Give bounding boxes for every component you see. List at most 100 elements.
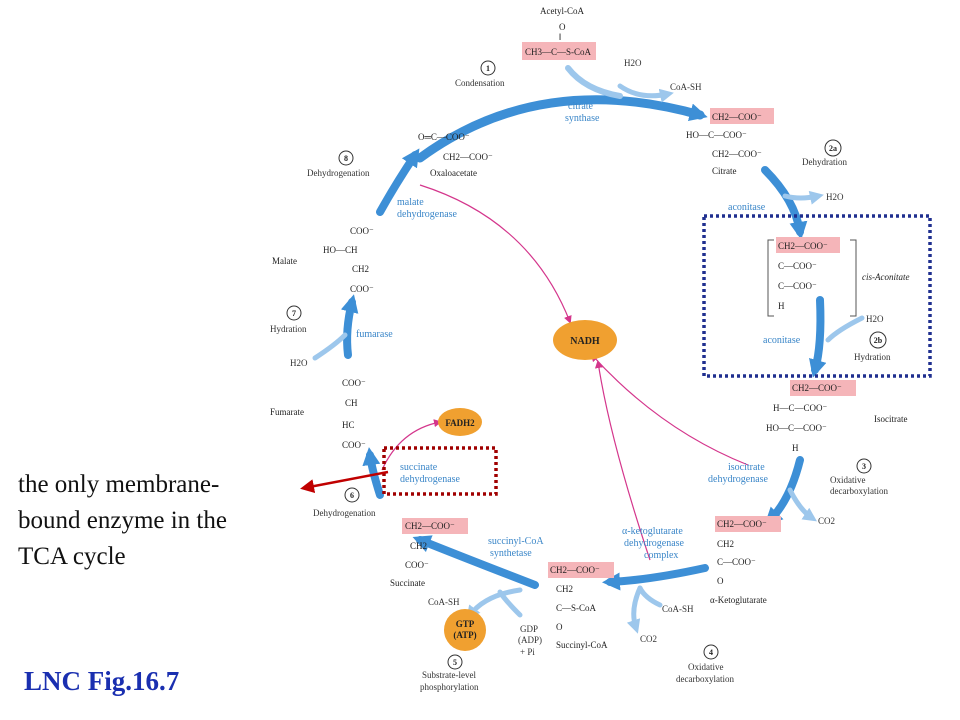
oxaloacetate-l2: CH2—COO⁻ bbox=[443, 152, 493, 162]
akg-name: α-Ketoglutarate bbox=[710, 595, 767, 605]
succinate-name: Succinate bbox=[390, 578, 425, 588]
enzyme4-line2: dehydrogenase bbox=[624, 538, 685, 549]
highlights bbox=[402, 42, 856, 578]
coash-step4: CoA-SH bbox=[662, 604, 694, 614]
step-num-7: 7 bbox=[292, 309, 296, 318]
enzyme2b: aconitase bbox=[763, 335, 801, 346]
nadh-line-isocitrate bbox=[590, 353, 749, 466]
succinate-dh-dotted-box bbox=[382, 446, 498, 496]
gdp-line2: (ADP) bbox=[518, 635, 542, 645]
cisaconitate-l1: CH2—COO⁻ bbox=[778, 241, 828, 251]
isocitrate-l2: H—C—COO⁻ bbox=[773, 403, 828, 413]
step5-name1: Substrate-level bbox=[422, 670, 476, 680]
cisaconitate-l3: C—COO⁻ bbox=[778, 281, 817, 291]
cisaconitate-name: cis-Aconitate bbox=[862, 272, 909, 282]
fumarate-l2: CH bbox=[345, 398, 358, 408]
step3-name1: Oxidative bbox=[830, 475, 866, 485]
step8-name: Dehydrogenation bbox=[307, 168, 370, 178]
cisaconitate-l2: C—COO⁻ bbox=[778, 261, 817, 271]
h2o-step1: H2O bbox=[624, 58, 642, 68]
acetylcoa-l2: ‖ bbox=[559, 32, 562, 42]
arrow-coash-out-5 bbox=[466, 587, 523, 620]
nadh-line-malate bbox=[419, 184, 572, 324]
atp-label: (ATP) bbox=[453, 630, 476, 640]
cisaconitate-l4: H bbox=[778, 301, 785, 311]
enzyme3-line2: dehydrogenase bbox=[708, 474, 769, 485]
fadh2-oval bbox=[438, 408, 482, 436]
h2o-step7: H2O bbox=[290, 358, 308, 368]
enzyme7: fumarase bbox=[356, 329, 393, 340]
gdp-line3: + Pi bbox=[520, 647, 535, 657]
arrow-step7 bbox=[340, 294, 359, 359]
succinylcoa-l2: CH2 bbox=[556, 584, 573, 594]
fumarate-l3: HC bbox=[342, 420, 355, 430]
enzyme5-line1: succinyl-CoA bbox=[488, 536, 544, 547]
acetylcoa-l3: CH3—C—S-CoA bbox=[525, 47, 592, 57]
isocitrate-l3: HO—C—COO⁻ bbox=[766, 423, 827, 433]
co2-step4: CO2 bbox=[640, 634, 657, 644]
h2o-step2b: H2O bbox=[866, 314, 884, 324]
acetylcoa-l1: O bbox=[559, 22, 566, 32]
arrow-h2o-out-2a bbox=[782, 190, 824, 205]
citrate-l2: HO—C—COO⁻ bbox=[686, 130, 747, 140]
fumarate-name: Fumarate bbox=[270, 407, 304, 417]
step4-name2: decarboxylation bbox=[676, 674, 734, 684]
isocitrate-l1: CH2—COO⁻ bbox=[792, 383, 842, 393]
enzyme4-line1: α-ketoglutarate bbox=[622, 526, 683, 537]
arrow-step8 bbox=[376, 148, 420, 216]
succinylcoa-l3: C—S-CoA bbox=[556, 603, 597, 613]
step1-name: Condensation bbox=[455, 78, 505, 88]
step-num-4: 4 bbox=[709, 648, 713, 657]
citrate-l1: CH2—COO⁻ bbox=[712, 112, 762, 122]
nadh-line-akg bbox=[594, 360, 651, 561]
step2b-name: Hydration bbox=[854, 352, 891, 362]
step-num-2b: 2b bbox=[874, 336, 883, 345]
fadh2-line bbox=[381, 419, 442, 471]
step-num-6: 6 bbox=[350, 491, 354, 500]
enzyme1-line2: synthase bbox=[565, 113, 600, 124]
fadh2-label: FADH2 bbox=[445, 418, 475, 428]
akg-l3: C—COO⁻ bbox=[717, 557, 756, 567]
succinylcoa-l1: CH2—COO⁻ bbox=[550, 565, 600, 575]
arrow-co2-out-4 bbox=[626, 585, 643, 634]
step-num-8: 8 bbox=[344, 154, 348, 163]
annotation-line3: TCA cycle bbox=[18, 543, 126, 570]
malate-l4: COO⁻ bbox=[350, 284, 374, 294]
annotation-line2: bound enzyme in the bbox=[18, 507, 227, 534]
enzyme4-line3: complex bbox=[644, 550, 678, 561]
gdp-line1: GDP bbox=[520, 624, 538, 634]
isocitrate-name: Isocitrate bbox=[874, 414, 907, 424]
acetylcoa-name: Acetyl-CoA bbox=[540, 6, 584, 16]
arrow-step4 bbox=[602, 564, 709, 591]
fumarate-l4: COO⁻ bbox=[342, 440, 366, 450]
malate-name: Malate bbox=[272, 256, 297, 266]
coash-step5: CoA-SH bbox=[428, 597, 460, 607]
step3-name2: decarboxylation bbox=[830, 486, 888, 496]
nadh-lines bbox=[381, 184, 749, 561]
arrow-step1 bbox=[415, 95, 708, 163]
gtp-label: GTP bbox=[456, 619, 475, 629]
akg-l2: CH2 bbox=[717, 539, 734, 549]
arrow-h2o-in-7 bbox=[312, 332, 348, 361]
step-num-2a: 2a bbox=[829, 144, 837, 153]
succinate-l1: CH2—COO⁻ bbox=[405, 521, 455, 531]
oxaloacetate-name: Oxaloacetate bbox=[430, 168, 477, 178]
malate-l1: COO⁻ bbox=[350, 226, 374, 236]
arrow-step2a bbox=[761, 166, 808, 240]
arrow-step3 bbox=[764, 456, 804, 526]
enzyme5-line2: synthetase bbox=[490, 548, 532, 559]
arrow-step2b bbox=[809, 296, 827, 378]
co2-step3: CO2 bbox=[818, 516, 835, 526]
nadh-oval bbox=[553, 320, 617, 360]
arrow-co2-out-3 bbox=[787, 487, 817, 522]
step-num-5: 5 bbox=[453, 658, 457, 667]
succinylcoa-name: Succinyl-CoA bbox=[556, 640, 608, 650]
arrow-step5 bbox=[412, 535, 539, 589]
step-num-3: 3 bbox=[862, 462, 866, 471]
step2a-name: Dehydration bbox=[802, 157, 847, 167]
enzyme3-line1: isocitrate bbox=[728, 462, 765, 473]
arrow-coash-in-4 bbox=[637, 585, 663, 608]
akg-l1: CH2—COO⁻ bbox=[717, 519, 767, 529]
enzyme2a: aconitase bbox=[728, 202, 766, 213]
